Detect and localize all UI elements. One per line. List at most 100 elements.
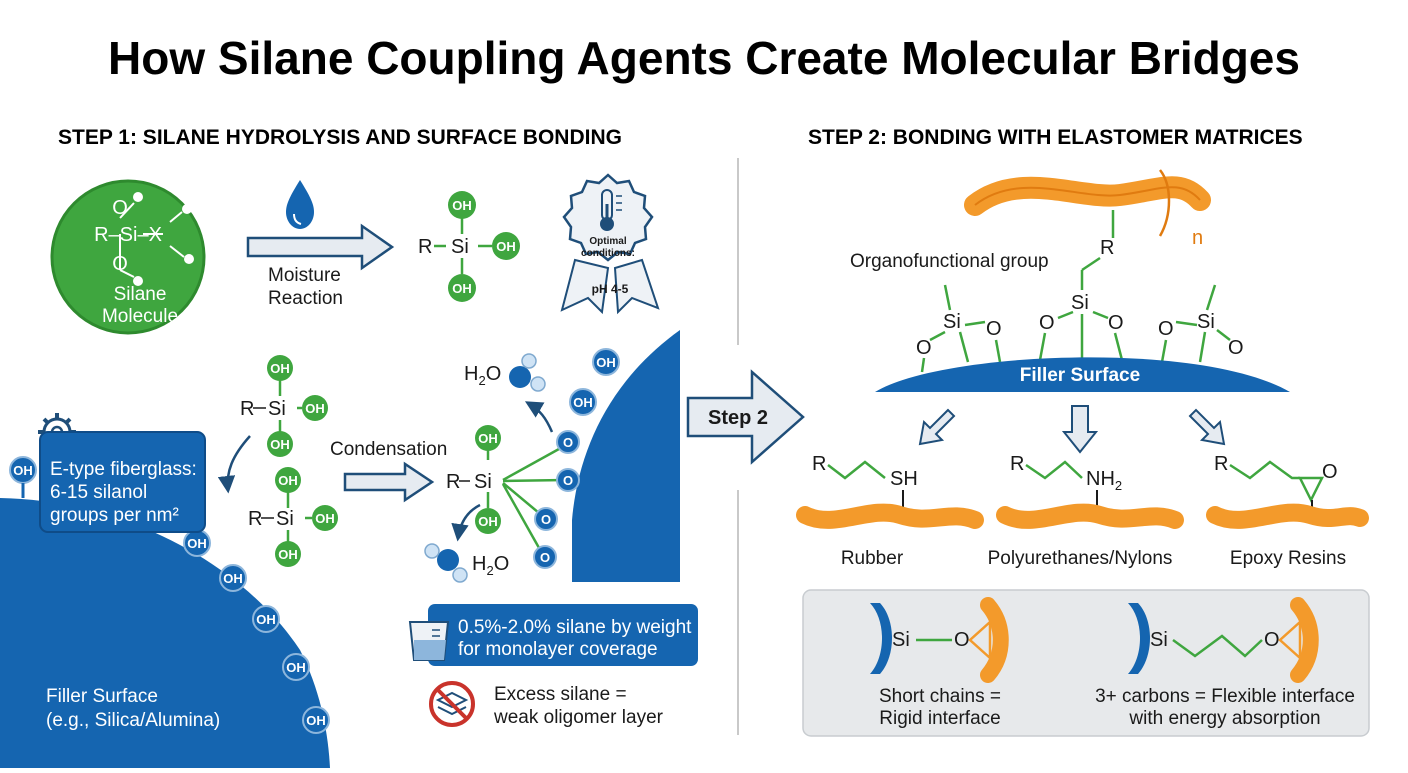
moisture-label-1: Moisture <box>268 265 341 286</box>
svg-text:Si: Si <box>1071 292 1089 314</box>
left-silane: Si O O <box>916 284 1002 373</box>
silanol-molecule: OH OH OH R Si <box>418 191 520 302</box>
svg-text:NH2: NH2 <box>1086 468 1122 493</box>
silane-label-2: Molecule <box>102 306 178 327</box>
svg-text:R–Si–X: R–Si–X <box>94 224 162 246</box>
svg-text:OH: OH <box>496 239 516 254</box>
svg-text:O: O <box>986 318 1002 340</box>
svg-text:OH: OH <box>187 536 207 551</box>
step2-arrow[interactable]: Step 2 <box>686 369 805 465</box>
svg-text:OH: OH <box>278 547 298 562</box>
svg-text:OH: OH <box>478 431 498 446</box>
step1-heading: STEP 1: SILANE HYDROLYSIS AND SURFACE BO… <box>58 126 622 149</box>
central-silane: R Si O O <box>1038 210 1124 362</box>
filler-surface-label: Filler Surface <box>1020 365 1140 386</box>
svg-text:Si: Si <box>943 311 961 333</box>
svg-text:O: O <box>1322 461 1338 483</box>
filler-surface-large <box>0 498 330 768</box>
svg-text:Si: Si <box>451 236 469 258</box>
excess-line-1: Excess silane = <box>494 684 627 705</box>
right-silane: Si O O <box>1158 284 1244 363</box>
svg-text:O: O <box>1039 312 1055 334</box>
water-label-top: H2O <box>464 363 501 388</box>
svg-text:R: R <box>418 236 432 258</box>
svg-text:OH: OH <box>306 713 326 728</box>
filler-label-1: Filler Surface <box>46 686 158 707</box>
optimal-conditions-badge: Optimal conditions: pH 4-5 <box>560 173 660 315</box>
page-title: How Silane Coupling Agents Create Molecu… <box>108 32 1300 84</box>
beaker-icon <box>408 621 450 661</box>
svg-text:Si: Si <box>1197 311 1215 333</box>
no-layers-icon <box>429 681 475 727</box>
moisture-arrow <box>246 223 395 271</box>
matrix-polyurethane: R NH2 Polyurethanes/Nylons <box>988 453 1184 569</box>
svg-text:Si: Si <box>276 508 294 530</box>
svg-text:Si: Si <box>892 629 910 651</box>
condensation-arrow <box>343 461 435 503</box>
badge-line-1: Optimal <box>589 236 626 247</box>
fiberglass-callout <box>39 431 206 533</box>
chain-length-panel <box>802 589 1370 737</box>
polyurethane-label: Polyurethanes/Nylons <box>988 548 1173 569</box>
water-molecule-bottom: H2O <box>424 543 509 583</box>
step2-heading: STEP 2: BONDING WITH ELASTOMER MATRICES <box>808 126 1303 149</box>
svg-text:OH: OH <box>223 571 243 586</box>
moisture-label-2: Reaction <box>268 288 343 309</box>
bound-silane: OH OH R Si O O O O OH OH <box>446 348 620 569</box>
svg-text:O: O <box>954 629 970 651</box>
svg-text:R: R <box>1214 453 1228 475</box>
svg-text:O: O <box>112 197 128 219</box>
svg-text:O: O <box>541 512 551 527</box>
fiberglass-line-2: 6-15 silanol <box>50 482 147 503</box>
svg-text:Si: Si <box>474 471 492 493</box>
matrix-rubber: R SH Rubber <box>796 453 984 569</box>
arrow-to-rubber <box>918 408 956 446</box>
long-chain-line-2: with energy absorption <box>1128 708 1320 729</box>
badge-line-2: conditions: <box>581 248 635 259</box>
dosage-line-2: for monolayer coverage <box>458 639 658 660</box>
dosage-callout <box>428 604 698 666</box>
svg-text:O: O <box>1264 629 1280 651</box>
svg-text:R: R <box>240 398 254 420</box>
matrix-epoxy: R O Epoxy Resins <box>1206 453 1369 569</box>
svg-text:O: O <box>563 473 573 488</box>
organofunctional-label: Organofunctional group <box>850 251 1049 272</box>
svg-text:OH: OH <box>278 473 298 488</box>
silanol-pair: OH OH OH R Si OH OH OH R Si <box>240 355 338 567</box>
curved-arrow-1 <box>217 435 251 494</box>
svg-text:OH: OH <box>256 612 276 627</box>
bracket-right <box>1158 169 1171 237</box>
svg-text:R: R <box>812 453 826 475</box>
filler-surface-step2 <box>875 357 1290 392</box>
svg-text:OH: OH <box>270 437 290 452</box>
step2-arrow-label: Step 2 <box>708 407 768 429</box>
svg-text:OH: OH <box>452 281 472 296</box>
svg-text:OH: OH <box>305 401 325 416</box>
arrow-to-epoxy <box>1188 408 1226 446</box>
filler-surface-small <box>572 330 680 582</box>
short-chain-line-2: Rigid interface <box>879 708 1000 729</box>
svg-text:Si: Si <box>1150 629 1168 651</box>
dosage-line-1: 0.5%-2.0% silane by weight <box>458 617 692 638</box>
svg-text:O: O <box>1108 312 1124 334</box>
badge-line-3: pH 4-5 <box>592 282 629 296</box>
svg-text:O: O <box>916 337 932 359</box>
svg-text:OH: OH <box>315 511 335 526</box>
water-drop-icon <box>286 180 314 229</box>
n-label: n <box>1192 227 1203 249</box>
filler-label-2: (e.g., Silica/Alumina) <box>46 710 220 731</box>
svg-text:OH: OH <box>13 463 33 478</box>
svg-text:O: O <box>1228 337 1244 359</box>
water-label-bottom: H2O <box>472 553 509 578</box>
water-out-arrow-top <box>524 401 554 433</box>
svg-text:O: O <box>563 435 573 450</box>
silane-molecule: O R–Si–X O Silane Molecule <box>50 179 206 335</box>
water-molecule-top: H2O <box>464 353 546 392</box>
excess-line-2: weak oligomer layer <box>493 707 664 728</box>
fiberglass-line-1: E-type fiberglass: <box>50 459 197 480</box>
fiberglass-line-3: groups per nm² <box>50 505 179 526</box>
svg-text:R: R <box>1010 453 1024 475</box>
long-chain-line-1: 3+ carbons = Flexible interface <box>1095 686 1355 707</box>
svg-text:R: R <box>1100 237 1114 259</box>
